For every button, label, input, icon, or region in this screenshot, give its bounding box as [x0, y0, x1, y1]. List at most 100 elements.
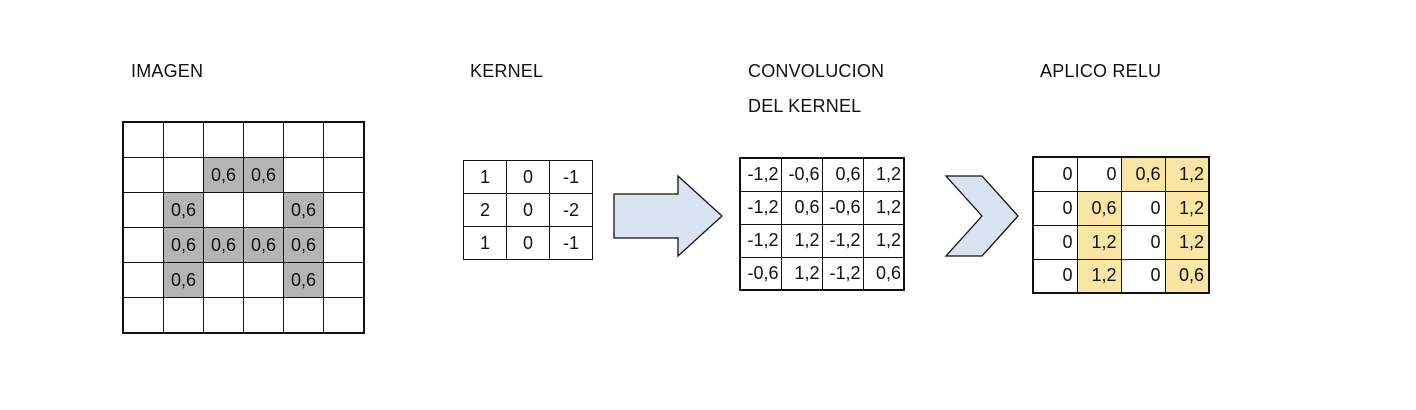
conv-grid-cell: -1,2 [821, 223, 864, 258]
image-grid-cell [122, 192, 164, 228]
image-grid-cell [122, 227, 164, 263]
relu-grid-cell: 1,2 [1076, 258, 1122, 294]
kernel-grid-cell: 0 [506, 160, 550, 194]
right-arrow-shape [613, 174, 723, 258]
image-grid-cell: 0,6 [203, 227, 244, 263]
kernel-grid-cell: 1 [463, 226, 507, 260]
image-grid-cell: 0,6 [283, 192, 324, 228]
image-grid-cell [203, 192, 244, 228]
relu-grid-cell: 0 [1120, 258, 1166, 294]
image-grid-cell [203, 297, 244, 334]
image-grid-cell [243, 192, 284, 228]
image-grid-cell [323, 192, 365, 228]
image-grid-cell [323, 121, 365, 158]
conv-grid-cell: 1,2 [780, 256, 823, 291]
conv-grid-cell: 1,2 [862, 223, 905, 258]
image-title: IMAGEN [131, 61, 204, 81]
image-grid-cell [122, 297, 164, 334]
relu-grid-cell: 1,2 [1076, 224, 1122, 260]
image-grid-cell: 0,6 [163, 192, 204, 228]
relu-grid-cell: 0,6 [1120, 156, 1166, 192]
image-grid-cell [323, 262, 365, 298]
image-grid-cell: 0,6 [163, 227, 204, 263]
conv-grid-cell: -1,2 [739, 223, 782, 258]
image-grid-row: 0,6 0,6 [122, 262, 365, 298]
kernel-grid-cell: -1 [549, 226, 593, 260]
relu-grid-cell: 0 [1032, 258, 1078, 294]
image-grid-cell [163, 121, 204, 158]
kernel-grid-cell: 0 [506, 226, 550, 260]
conv-grid-cell: 0,6 [780, 190, 823, 225]
image-grid-row [122, 297, 365, 334]
convolution-title-line1: CONVOLUCION [748, 61, 885, 81]
conv-grid-cell: -1,2 [821, 256, 864, 291]
relu-grid-cell: 0 [1032, 156, 1078, 192]
image-grid-cell: 0,6 [243, 227, 284, 263]
conv-grid-cell: 1,2 [862, 157, 905, 192]
image-grid-row [122, 121, 365, 158]
image-grid-cell [243, 262, 284, 298]
image-grid-cell [122, 262, 164, 298]
right-arrow-icon [613, 174, 723, 258]
image-grid-cell [323, 227, 365, 263]
conv-grid-cell: -0,6 [821, 190, 864, 225]
image-grid-cell [163, 157, 204, 193]
kernel-grid-cell: 1 [463, 160, 507, 194]
image-grid-row: 0,6 0,6 [122, 192, 365, 228]
image-grid-cell [323, 157, 365, 193]
relu-grid-cell: 0 [1120, 190, 1166, 226]
relu-grid-cell: 0,6 [1076, 190, 1122, 226]
image-grid-cell [283, 297, 324, 334]
image-grid-cell: 0,6 [203, 157, 244, 193]
image-grid-cell [163, 297, 204, 334]
kernel-grid-cell: 0 [506, 193, 550, 227]
image-grid-cell [203, 262, 244, 298]
chevron-right-icon [944, 175, 1019, 257]
image-grid-cell [243, 121, 284, 158]
chevron-shape [944, 175, 1019, 257]
kernel-grid-cell: -1 [549, 160, 593, 194]
conv-grid-cell: 0,6 [821, 157, 864, 192]
image-grid-cell [323, 297, 365, 334]
relu-grid-cell: 0 [1032, 224, 1078, 260]
image-grid-cell [122, 157, 164, 193]
relu-grid-cell: 1,2 [1164, 156, 1210, 192]
image-grid-cell [243, 297, 284, 334]
convolution-title-line2: DEL KERNEL [748, 96, 862, 116]
relu-title: APLICO RELU [1040, 61, 1162, 81]
relu-grid-cell: 0 [1032, 190, 1078, 226]
conv-grid-cell: 1,2 [862, 190, 905, 225]
relu-grid-cell: 1,2 [1164, 224, 1210, 260]
image-grid-cell: 0,6 [283, 227, 324, 263]
conv-grid-cell: 1,2 [780, 223, 823, 258]
kernel-grid-cell: -2 [549, 193, 593, 227]
conv-grid-cell: -1,2 [739, 190, 782, 225]
relu-grid-cell: 0 [1076, 156, 1122, 192]
image-grid-cell [283, 121, 324, 158]
conv-grid-cell: -0,6 [780, 157, 823, 192]
relu-grid-cell: 1,2 [1164, 190, 1210, 226]
conv-grid-cell: -1,2 [739, 157, 782, 192]
conv-grid-cell: 0,6 [862, 256, 905, 291]
image-grid-cell [283, 157, 324, 193]
image-grid-cell [203, 121, 244, 158]
relu-grid-cell: 0,6 [1164, 258, 1210, 294]
image-grid-cell: 0,6 [163, 262, 204, 298]
image-grid-cell: 0,6 [283, 262, 324, 298]
kernel-grid-cell: 2 [463, 193, 507, 227]
